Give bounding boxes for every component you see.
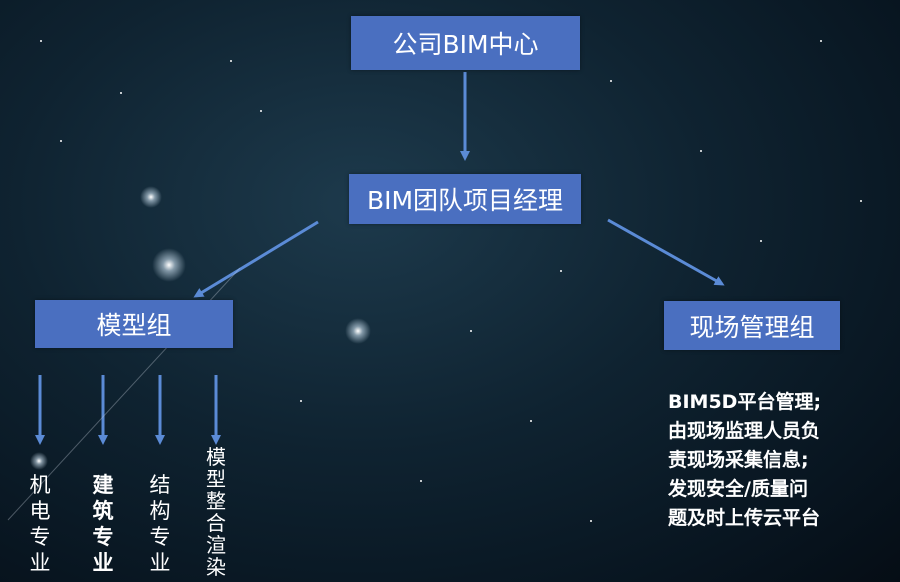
arrow-manager-to-site-group	[607, 218, 725, 286]
arrow-manager-to-model-group	[193, 220, 319, 298]
star	[590, 520, 592, 522]
specialty-architecture: 建筑专业	[92, 473, 114, 575]
star	[260, 110, 262, 112]
star	[560, 270, 562, 272]
star	[760, 240, 762, 242]
star	[530, 420, 532, 422]
model-group-box: 模型组	[35, 300, 233, 348]
site-management-group-box: 现场管理组	[664, 301, 840, 350]
company-bim-center-box: 公司BIM中心	[351, 16, 580, 70]
description-line: 题及时上传云平台	[668, 507, 821, 529]
bright-star	[140, 186, 162, 208]
star	[860, 200, 862, 202]
star	[700, 150, 702, 152]
star	[60, 140, 62, 142]
description-line: 责现场采集信息;	[668, 449, 809, 471]
bim-team-manager-box: BIM团队项目经理	[349, 174, 581, 224]
site-group-description: BIM5D平台管理; 由现场监理人员负 责现场采集信息; 发现安全/质量问 题及…	[668, 388, 868, 533]
bright-star	[30, 452, 48, 470]
star	[300, 400, 302, 402]
description-line: BIM5D平台管理;	[668, 391, 822, 413]
description-line: 发现安全/质量问	[668, 478, 808, 500]
specialty-mep: 机电专业	[29, 473, 51, 575]
bright-star	[345, 318, 371, 344]
specialty-model-integration: 模型整合渲染	[206, 445, 226, 579]
star	[120, 92, 122, 94]
star	[470, 330, 472, 332]
star	[610, 80, 612, 82]
star	[420, 480, 422, 482]
description-line: 由现场监理人员负	[668, 420, 821, 442]
star	[820, 40, 822, 42]
bright-star	[152, 248, 186, 282]
star	[230, 60, 232, 62]
star	[40, 40, 42, 42]
specialty-structure: 结构专业	[149, 473, 171, 575]
